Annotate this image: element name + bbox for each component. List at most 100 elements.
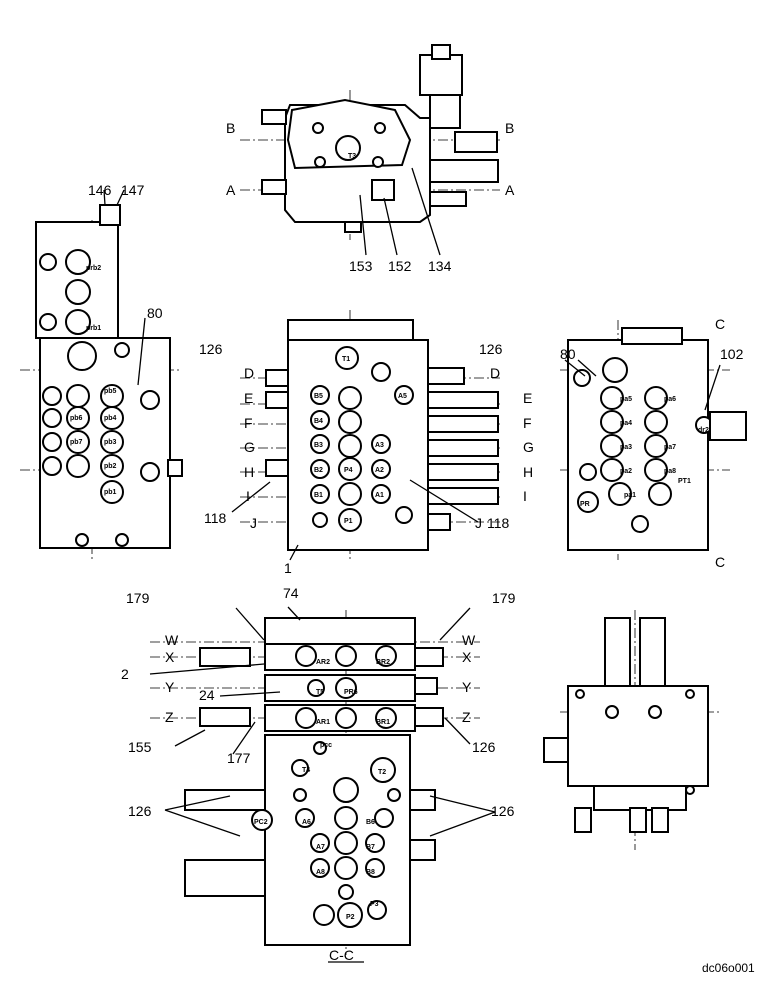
callout: 118: [487, 515, 510, 531]
callout: 2: [121, 666, 129, 682]
callout: 74: [283, 585, 299, 601]
port-label: AR2: [316, 659, 330, 666]
callout: 177: [227, 750, 251, 766]
end-view: [543, 610, 720, 850]
callout: 102: [720, 346, 744, 362]
section-mark: G: [244, 439, 255, 455]
section-mark: J: [475, 515, 482, 531]
port-label: pa4: [620, 420, 632, 427]
port-label: T5: [316, 689, 324, 696]
callout: 118: [204, 510, 227, 526]
port-label: A1: [375, 492, 384, 499]
port-label: T2: [378, 769, 386, 776]
port-label: T1: [342, 356, 350, 363]
right-side-view: pa5 pa6 pa4 pa3 pa7 pa2 pa8 pa1 dr2 PT1 …: [560, 320, 747, 560]
port-label: B1: [314, 492, 323, 499]
port-label: P3: [370, 901, 379, 908]
port-label: B3: [314, 442, 323, 449]
port-label: pb4: [104, 415, 117, 422]
section-mark: Z: [462, 709, 471, 725]
callout: 126: [472, 739, 496, 755]
left-side-view: prb2 prb1 pb5 pb4 pb3 pb2 pb1 pb6 pb7: [20, 189, 183, 560]
port-label: A7: [316, 844, 325, 851]
section-mark: G: [523, 439, 534, 455]
callout: 179: [492, 590, 516, 606]
section-label: C-C: [329, 947, 354, 963]
section-mark: D: [490, 365, 500, 381]
port-label: pb3: [104, 439, 117, 446]
port-label: pb5: [104, 388, 117, 395]
section-mark: A: [226, 182, 236, 198]
section-mark: C: [715, 554, 725, 570]
section-mark: W: [165, 632, 179, 648]
section-mark: B: [505, 120, 514, 136]
port-label: A6: [302, 819, 311, 826]
port-label: pa8: [664, 468, 676, 475]
port-label: pb6: [70, 415, 83, 422]
drawing-id: dc06o001: [702, 961, 755, 975]
section-mark: X: [462, 649, 472, 665]
port-label: pb1: [104, 489, 117, 496]
port-label: B8: [366, 869, 375, 876]
section-mark: Y: [462, 679, 472, 695]
port-label: prb2: [86, 265, 101, 272]
port-label: B7: [366, 844, 375, 851]
port-label: pcc: [320, 742, 332, 749]
port-label: prb1: [86, 325, 101, 332]
section-mark: Y: [165, 679, 175, 695]
port-label: P4: [344, 467, 353, 474]
callout: 152: [388, 258, 412, 274]
callout: 24: [199, 687, 215, 703]
callout: 153: [349, 258, 373, 274]
port-label: pb2: [104, 463, 117, 470]
section-mark: X: [165, 649, 175, 665]
callout: 1: [284, 560, 292, 576]
callout: 126: [199, 341, 223, 357]
port-label: A5: [398, 393, 407, 400]
section-mark: H: [244, 464, 254, 480]
section-mark: J: [250, 515, 257, 531]
section-mark: Z: [165, 709, 174, 725]
section-mark: B: [226, 120, 235, 136]
callout: 126: [491, 803, 515, 819]
callout: 146: [88, 182, 112, 198]
port-label: pa7: [664, 444, 676, 451]
callout: 80: [560, 346, 576, 362]
section-mark: F: [244, 415, 253, 431]
port-label: B5: [314, 393, 323, 400]
port-label: B2: [314, 467, 323, 474]
port-label: PR6: [344, 689, 358, 696]
port-label: A2: [375, 467, 384, 474]
port-label: P1: [344, 518, 353, 525]
section-mark: I: [246, 488, 250, 504]
port-label: PR: [580, 501, 590, 508]
port-label: pa1: [624, 492, 636, 499]
callout: 126: [128, 803, 152, 819]
port-label: PC2: [254, 819, 268, 826]
callout: 147: [121, 182, 145, 198]
front-view: T1 B5 A5 B4 B3 A3 B2 P4 A2 B1 A1 P1: [231, 310, 500, 561]
port-label: AR1: [316, 719, 330, 726]
section-mark: I: [523, 488, 527, 504]
port-label: dr2: [698, 427, 709, 434]
port-label: B4: [314, 418, 323, 425]
top-view: T3: [240, 44, 500, 256]
section-mark: A: [505, 182, 515, 198]
section-mark: D: [244, 365, 254, 381]
part-callouts: 153 152 134 146 147 80 126 126 80 102 11…: [88, 182, 755, 975]
section-view: AR2 BR2 T5 PR6 AR1 BR1 pcc T4 T2 PC2 A6 …: [149, 606, 496, 963]
section-mark: F: [523, 415, 532, 431]
callout: 155: [128, 739, 152, 755]
port-label: A3: [375, 442, 384, 449]
port-label: T4: [302, 767, 310, 774]
port-label: pa2: [620, 468, 632, 475]
port-label: pb7: [70, 439, 83, 446]
port-label: T3: [348, 153, 356, 160]
section-mark: W: [462, 632, 476, 648]
port-label: pa6: [664, 396, 676, 403]
section-mark: E: [523, 390, 532, 406]
port-label: BR1: [376, 719, 390, 726]
port-label: PT1: [678, 478, 691, 485]
callout: 134: [428, 258, 452, 274]
section-mark: H: [523, 464, 533, 480]
